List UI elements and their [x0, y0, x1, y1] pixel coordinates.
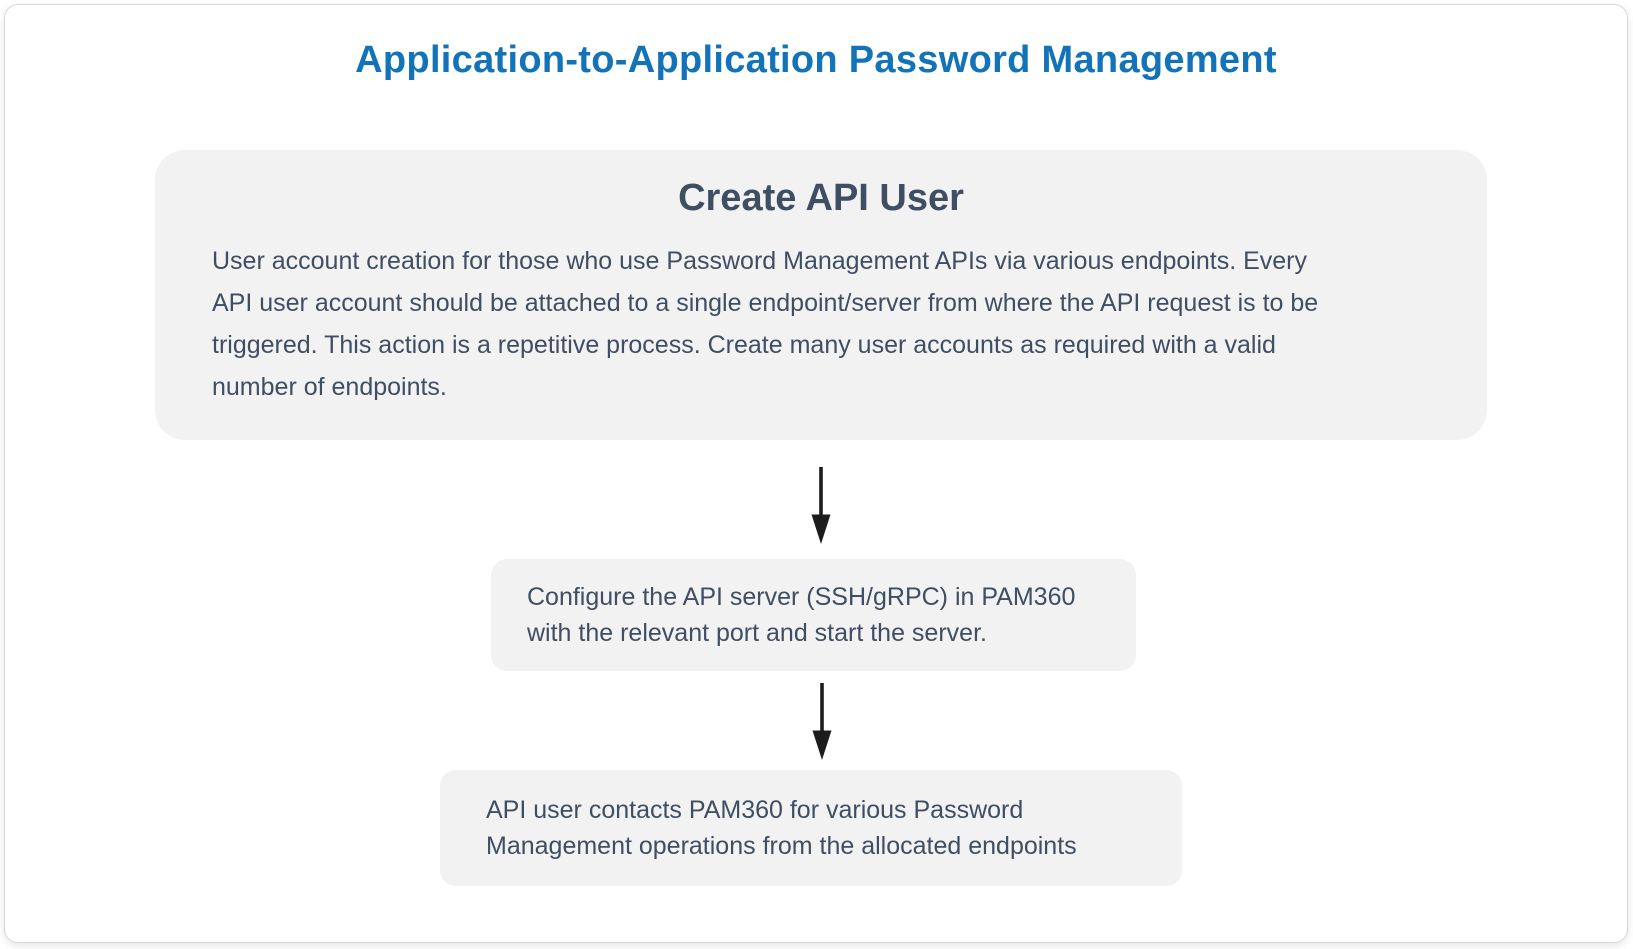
node-text-line: API user account should be attached to a… [212, 289, 1319, 317]
flow-arrow-down-icon [812, 683, 832, 760]
node-text-line: User account creation for those who use … [212, 247, 1308, 275]
node-text-line: number of endpoints. [212, 373, 447, 401]
flow-node-configure-api-server: Configure the API server (SSH/gRPC) in P… [491, 559, 1136, 671]
page-card: Application-to-Application Password Mana… [4, 4, 1628, 943]
node-text-line: triggered. This action is a repetitive p… [212, 331, 1276, 359]
flow-arrow-down-icon [811, 467, 831, 544]
flow-node-create-api-user: Create API User User account creation fo… [155, 150, 1487, 440]
node-text-line: API user contacts PAM360 for various Pas… [486, 796, 1024, 824]
node-text-line: Management operations from the allocated… [486, 832, 1077, 860]
node-description: User account creation for those who use … [155, 240, 1487, 408]
node-text-line: with the relevant port and start the ser… [527, 619, 987, 647]
node-heading-create-api-user: Create API User [678, 177, 964, 219]
flow-node-api-user-contacts-pam360: API user contacts PAM360 for various Pas… [440, 770, 1182, 886]
node-text-line: Configure the API server (SSH/gRPC) in P… [527, 583, 1076, 611]
diagram-title: Application-to-Application Password Mana… [355, 39, 1277, 81]
